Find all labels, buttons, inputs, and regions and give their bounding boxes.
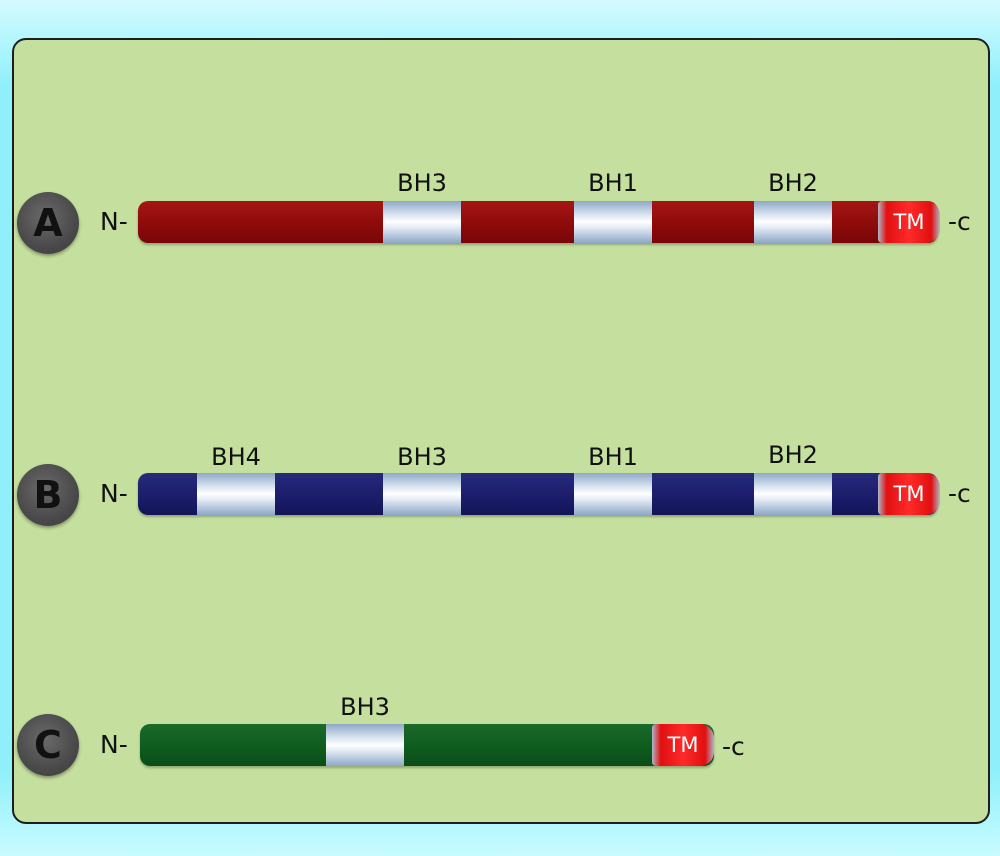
diagram-panel (12, 38, 990, 824)
